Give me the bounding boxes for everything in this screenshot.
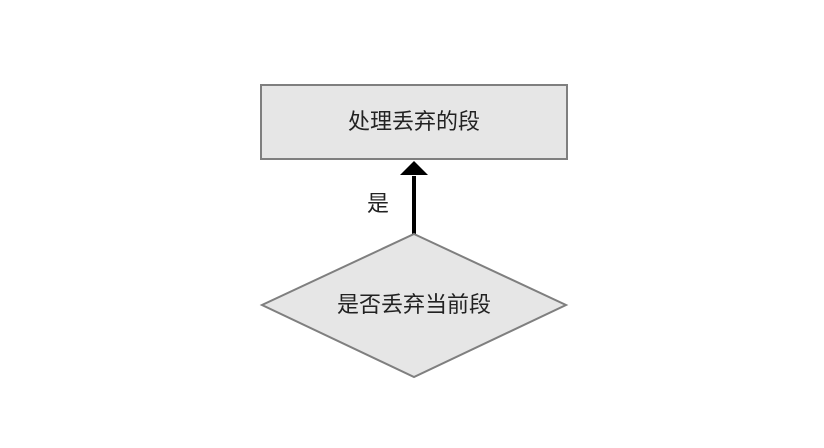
process-node-label: 处理丢弃的段: [348, 110, 480, 135]
arrowhead-up-icon: [400, 161, 428, 175]
decision-node: 是否丢弃当前段: [259, 232, 569, 379]
decision-node-diamond: [259, 232, 569, 379]
edge-yes-label: 是: [367, 192, 389, 217]
process-node: 处理丢弃的段: [260, 84, 568, 160]
edge-yes: 是: [367, 161, 428, 234]
process-node-box: [260, 84, 568, 160]
decision-node-label: 是否丢弃当前段: [337, 293, 491, 318]
